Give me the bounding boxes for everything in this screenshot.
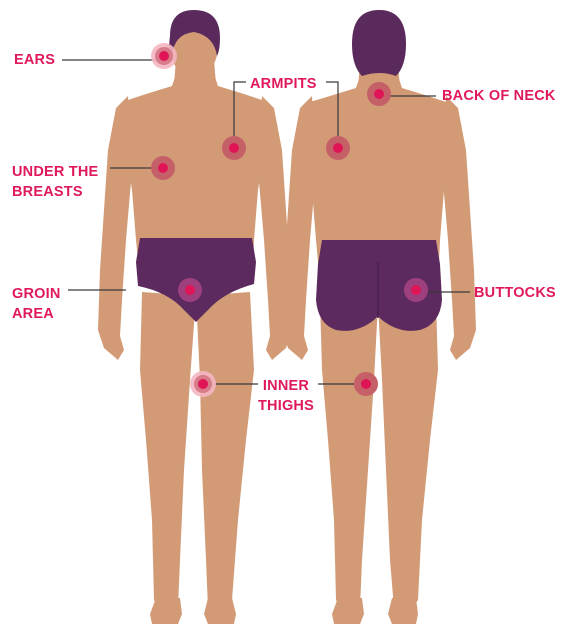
label-under-breasts-line2: BREASTS xyxy=(12,182,98,202)
label-groin-line2: AREA xyxy=(12,304,61,324)
back-right-foot xyxy=(388,598,418,624)
marker-armpit-back xyxy=(326,136,350,160)
marker-buttocks xyxy=(404,278,428,302)
marker-ears xyxy=(151,43,177,69)
marker-under-breasts xyxy=(151,156,175,180)
front-left-leg xyxy=(140,292,196,612)
label-armpits-text: ARMPITS xyxy=(250,74,317,94)
label-under-breasts: UNDER THE BREASTS xyxy=(12,162,98,202)
label-ears: EARS xyxy=(14,50,55,70)
marker-inner-thigh-back xyxy=(354,372,378,396)
back-right-leg xyxy=(378,300,438,612)
label-back-of-neck: BACK OF NECK xyxy=(442,86,556,106)
back-hair xyxy=(352,10,406,76)
label-ears-text: EARS xyxy=(14,50,55,70)
marker-inner-thigh-front xyxy=(190,371,216,397)
front-right-leg xyxy=(196,292,254,612)
back-left-leg xyxy=(320,300,378,612)
marker-groin xyxy=(178,278,202,302)
label-armpits: ARMPITS xyxy=(250,74,317,94)
label-buttocks-text: BUTTOCKS xyxy=(474,283,556,303)
label-inner-thighs: INNER THIGHS xyxy=(258,376,314,416)
marker-back-of-neck xyxy=(367,82,391,106)
label-groin-line1: GROIN xyxy=(12,284,61,304)
front-right-foot xyxy=(204,598,236,624)
label-inner-thighs-line1: INNER xyxy=(258,376,314,396)
front-left-foot xyxy=(150,598,182,624)
marker-armpit-front xyxy=(222,136,246,160)
label-buttocks: BUTTOCKS xyxy=(474,283,556,303)
label-inner-thighs-line2: THIGHS xyxy=(258,396,314,416)
label-groin: GROIN AREA xyxy=(12,284,61,324)
label-under-breasts-line1: UNDER THE xyxy=(12,162,98,182)
label-back-of-neck-text: BACK OF NECK xyxy=(442,86,556,106)
back-left-foot xyxy=(332,598,364,624)
